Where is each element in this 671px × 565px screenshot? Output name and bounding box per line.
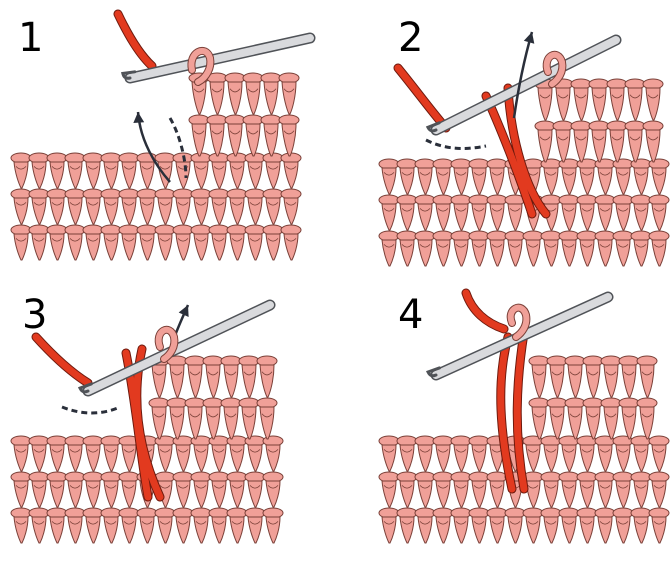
loop-on-hook — [155, 326, 178, 362]
step-number-1: 1 — [18, 15, 44, 61]
step-4-illustration — [378, 288, 670, 544]
step-number-3: 3 — [22, 292, 48, 338]
upper-fabric — [148, 355, 278, 440]
upper-fabric — [188, 72, 300, 157]
step-number-2: 2 — [398, 15, 424, 61]
base-fabric — [10, 152, 302, 261]
step-panel-2: 2 — [336, 0, 671, 282]
yarn-post-wrap — [497, 329, 528, 493]
dashed-yarn-path — [61, 405, 121, 415]
loop-on-hook — [507, 304, 530, 340]
dashed-yarn-path — [168, 117, 188, 179]
base-fabric — [10, 435, 284, 544]
step-panel-4: 4 — [336, 283, 671, 565]
upper-fabric — [528, 355, 658, 440]
crochet-hook-icon — [77, 299, 276, 397]
step-2-illustration — [378, 31, 670, 267]
step-panel-3: 3 — [0, 283, 335, 565]
step-1-illustration — [10, 9, 316, 261]
yarn-post-wrap — [482, 84, 550, 218]
base-fabric — [378, 435, 670, 544]
dashed-yarn-path — [425, 138, 487, 150]
direction-arrow — [512, 31, 534, 119]
yarn-strand — [462, 289, 508, 333]
step-panel-1: 1 — [0, 0, 335, 282]
upper-fabric — [534, 78, 664, 163]
yarn-strand — [114, 10, 156, 70]
step-3-illustration — [10, 299, 284, 544]
yarn-strand — [394, 64, 450, 132]
yarn-strand — [32, 333, 92, 387]
loop-on-hook — [543, 51, 566, 87]
step-number-4: 4 — [398, 292, 424, 338]
crochet-hook-icon — [425, 34, 622, 136]
loop-on-hook — [188, 47, 214, 85]
crochet-hook-icon — [121, 32, 316, 84]
